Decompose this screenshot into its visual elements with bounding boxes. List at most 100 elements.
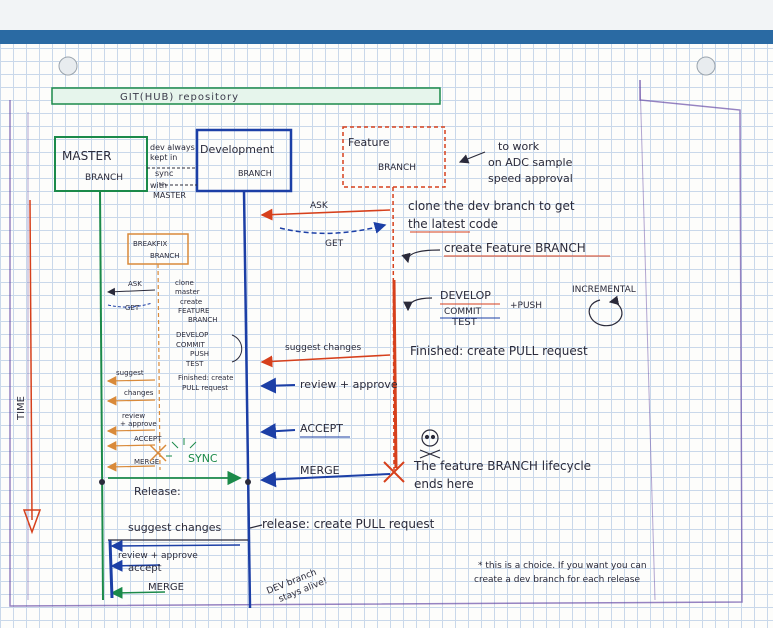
svg-text:dev always: dev always	[150, 143, 195, 152]
time-label: TIME	[16, 396, 27, 421]
bugfix-get: GET	[125, 304, 140, 312]
svg-text:MASTER: MASTER	[153, 191, 186, 200]
purple-frame-inner	[27, 79, 656, 601]
bugfix-steps: clone master create FEATURE BRANCH DEVEL…	[175, 279, 233, 392]
review-arrow	[260, 377, 296, 394]
sync-text: SYNC	[188, 452, 218, 465]
incremental-text: INCREMENTAL	[572, 285, 636, 295]
svg-text:BRANCH: BRANCH	[188, 316, 218, 324]
svg-text:master: master	[175, 288, 200, 296]
repository-banner	[51, 87, 441, 105]
svg-text:kept in: kept in	[150, 153, 177, 162]
finished-text: Finished: create PULL request	[410, 344, 588, 358]
svg-text:FEATURE: FEATURE	[178, 307, 209, 315]
release-text: Release:	[134, 485, 181, 498]
incremental-loop-icon	[588, 295, 623, 327]
create-feature-text: create Feature BRANCH	[444, 241, 586, 255]
svg-text:suggest: suggest	[116, 369, 144, 377]
svg-text:ACCEPT: ACCEPT	[134, 435, 162, 443]
svg-text:PULL request: PULL request	[182, 384, 228, 392]
bugfix-master-steps: suggest changes review + approve ACCEPT …	[116, 369, 162, 466]
create-arrow	[401, 249, 441, 264]
latest-code-text: the latest code	[408, 217, 498, 231]
repository-label: GIT(HUB) repository	[120, 92, 239, 103]
master-label: MASTER	[62, 149, 111, 163]
clone-text: clone the dev branch to get	[408, 199, 575, 213]
svg-text:speed approval: speed approval	[488, 172, 573, 185]
accept-arrow	[260, 423, 296, 440]
ask-label: ASK	[310, 201, 329, 211]
binder-holes	[58, 56, 716, 76]
dev-merge-dot	[245, 479, 251, 485]
svg-text:TEST: TEST	[185, 360, 204, 368]
release-master-bar	[108, 539, 114, 599]
to-work-arrow	[458, 151, 486, 164]
time-arrow-head	[22, 509, 42, 535]
release-accept-text: accept	[128, 563, 162, 574]
to-work-note: to work on ADC sample speed approval	[488, 140, 573, 185]
get-arrow	[279, 221, 387, 235]
feature-branch-box	[342, 126, 446, 188]
lifecycle-text: The feature BRANCH lifecycle	[413, 459, 591, 473]
choice-note-1: * this is a choice. If you want you can	[478, 561, 647, 571]
test-text: TEST	[451, 317, 478, 328]
sync-spark-icon	[166, 438, 197, 457]
time-axis	[29, 199, 33, 521]
svg-text:MERGE: MERGE	[134, 458, 159, 466]
svg-text:changes: changes	[124, 389, 154, 397]
sync-note: dev always kept in sync with MASTER	[150, 143, 195, 200]
svg-text:Finished: create: Finished: create	[178, 374, 233, 382]
merge-arrow	[260, 471, 391, 488]
bugfix-box-label: BREAKFIX	[133, 240, 168, 248]
svg-text:PUSH: PUSH	[190, 350, 209, 358]
svg-text:DEVELOP: DEVELOP	[176, 331, 208, 339]
feature-active-bar	[392, 279, 398, 469]
bugfix-end-cross	[149, 444, 167, 462]
accept-text: ACCEPT	[300, 422, 343, 435]
review-text: review + approve	[300, 378, 398, 391]
develop-arrow	[403, 297, 433, 312]
grid-paper	[0, 44, 773, 628]
bugfix-lifeline	[157, 263, 161, 471]
develop-text: DEVELOP	[440, 289, 491, 302]
bugfix-ask: ASK	[128, 280, 142, 288]
release-suggest-arrow	[110, 539, 241, 552]
commit-text: COMMIT	[444, 307, 482, 317]
release-merge-text: MERGE	[148, 582, 184, 593]
feature-label: Feature	[348, 136, 390, 149]
release-note-text: release: create PULL request	[262, 517, 435, 531]
lifecycle-ends-text: ends here	[414, 477, 474, 491]
bugfix-arrows	[106, 376, 156, 472]
merge-text: MERGE	[300, 464, 340, 477]
get-label: GET	[325, 239, 344, 249]
svg-text:with: with	[150, 181, 167, 190]
master-merge-dot	[99, 479, 105, 485]
sync-dashes	[147, 167, 197, 186]
choice-note-2: create a dev branch for each release	[474, 575, 640, 585]
suggest-text: suggest changes	[285, 343, 362, 353]
development-label: Development	[200, 143, 275, 156]
release-review-text: review + approve	[118, 551, 198, 561]
release-arrow	[249, 524, 263, 529]
end-cross-icon	[383, 461, 405, 483]
svg-text:review: review	[122, 412, 145, 420]
master-lifeline	[99, 190, 104, 601]
bugfix-box-branch: BRANCH	[150, 252, 180, 260]
svg-text:clone: clone	[175, 279, 194, 287]
development-lifeline	[242, 190, 252, 609]
svg-text:sync: sync	[155, 169, 173, 178]
svg-text:to work: to work	[498, 140, 540, 153]
development-branch-label: BRANCH	[238, 169, 272, 178]
feature-branch-label: BRANCH	[378, 163, 416, 173]
svg-text:COMMIT: COMMIT	[176, 341, 206, 349]
development-branch-box	[195, 128, 293, 193]
master-branch-label: BRANCH	[85, 173, 123, 183]
svg-text:create: create	[180, 298, 202, 306]
binder-band	[0, 30, 773, 44]
svg-text:+ approve: + approve	[120, 420, 157, 428]
skull-icon	[419, 429, 441, 459]
release-suggest-text: suggest changes	[128, 521, 221, 534]
suggest-arrow	[260, 354, 391, 368]
svg-text:on ADC sample: on ADC sample	[488, 156, 573, 169]
